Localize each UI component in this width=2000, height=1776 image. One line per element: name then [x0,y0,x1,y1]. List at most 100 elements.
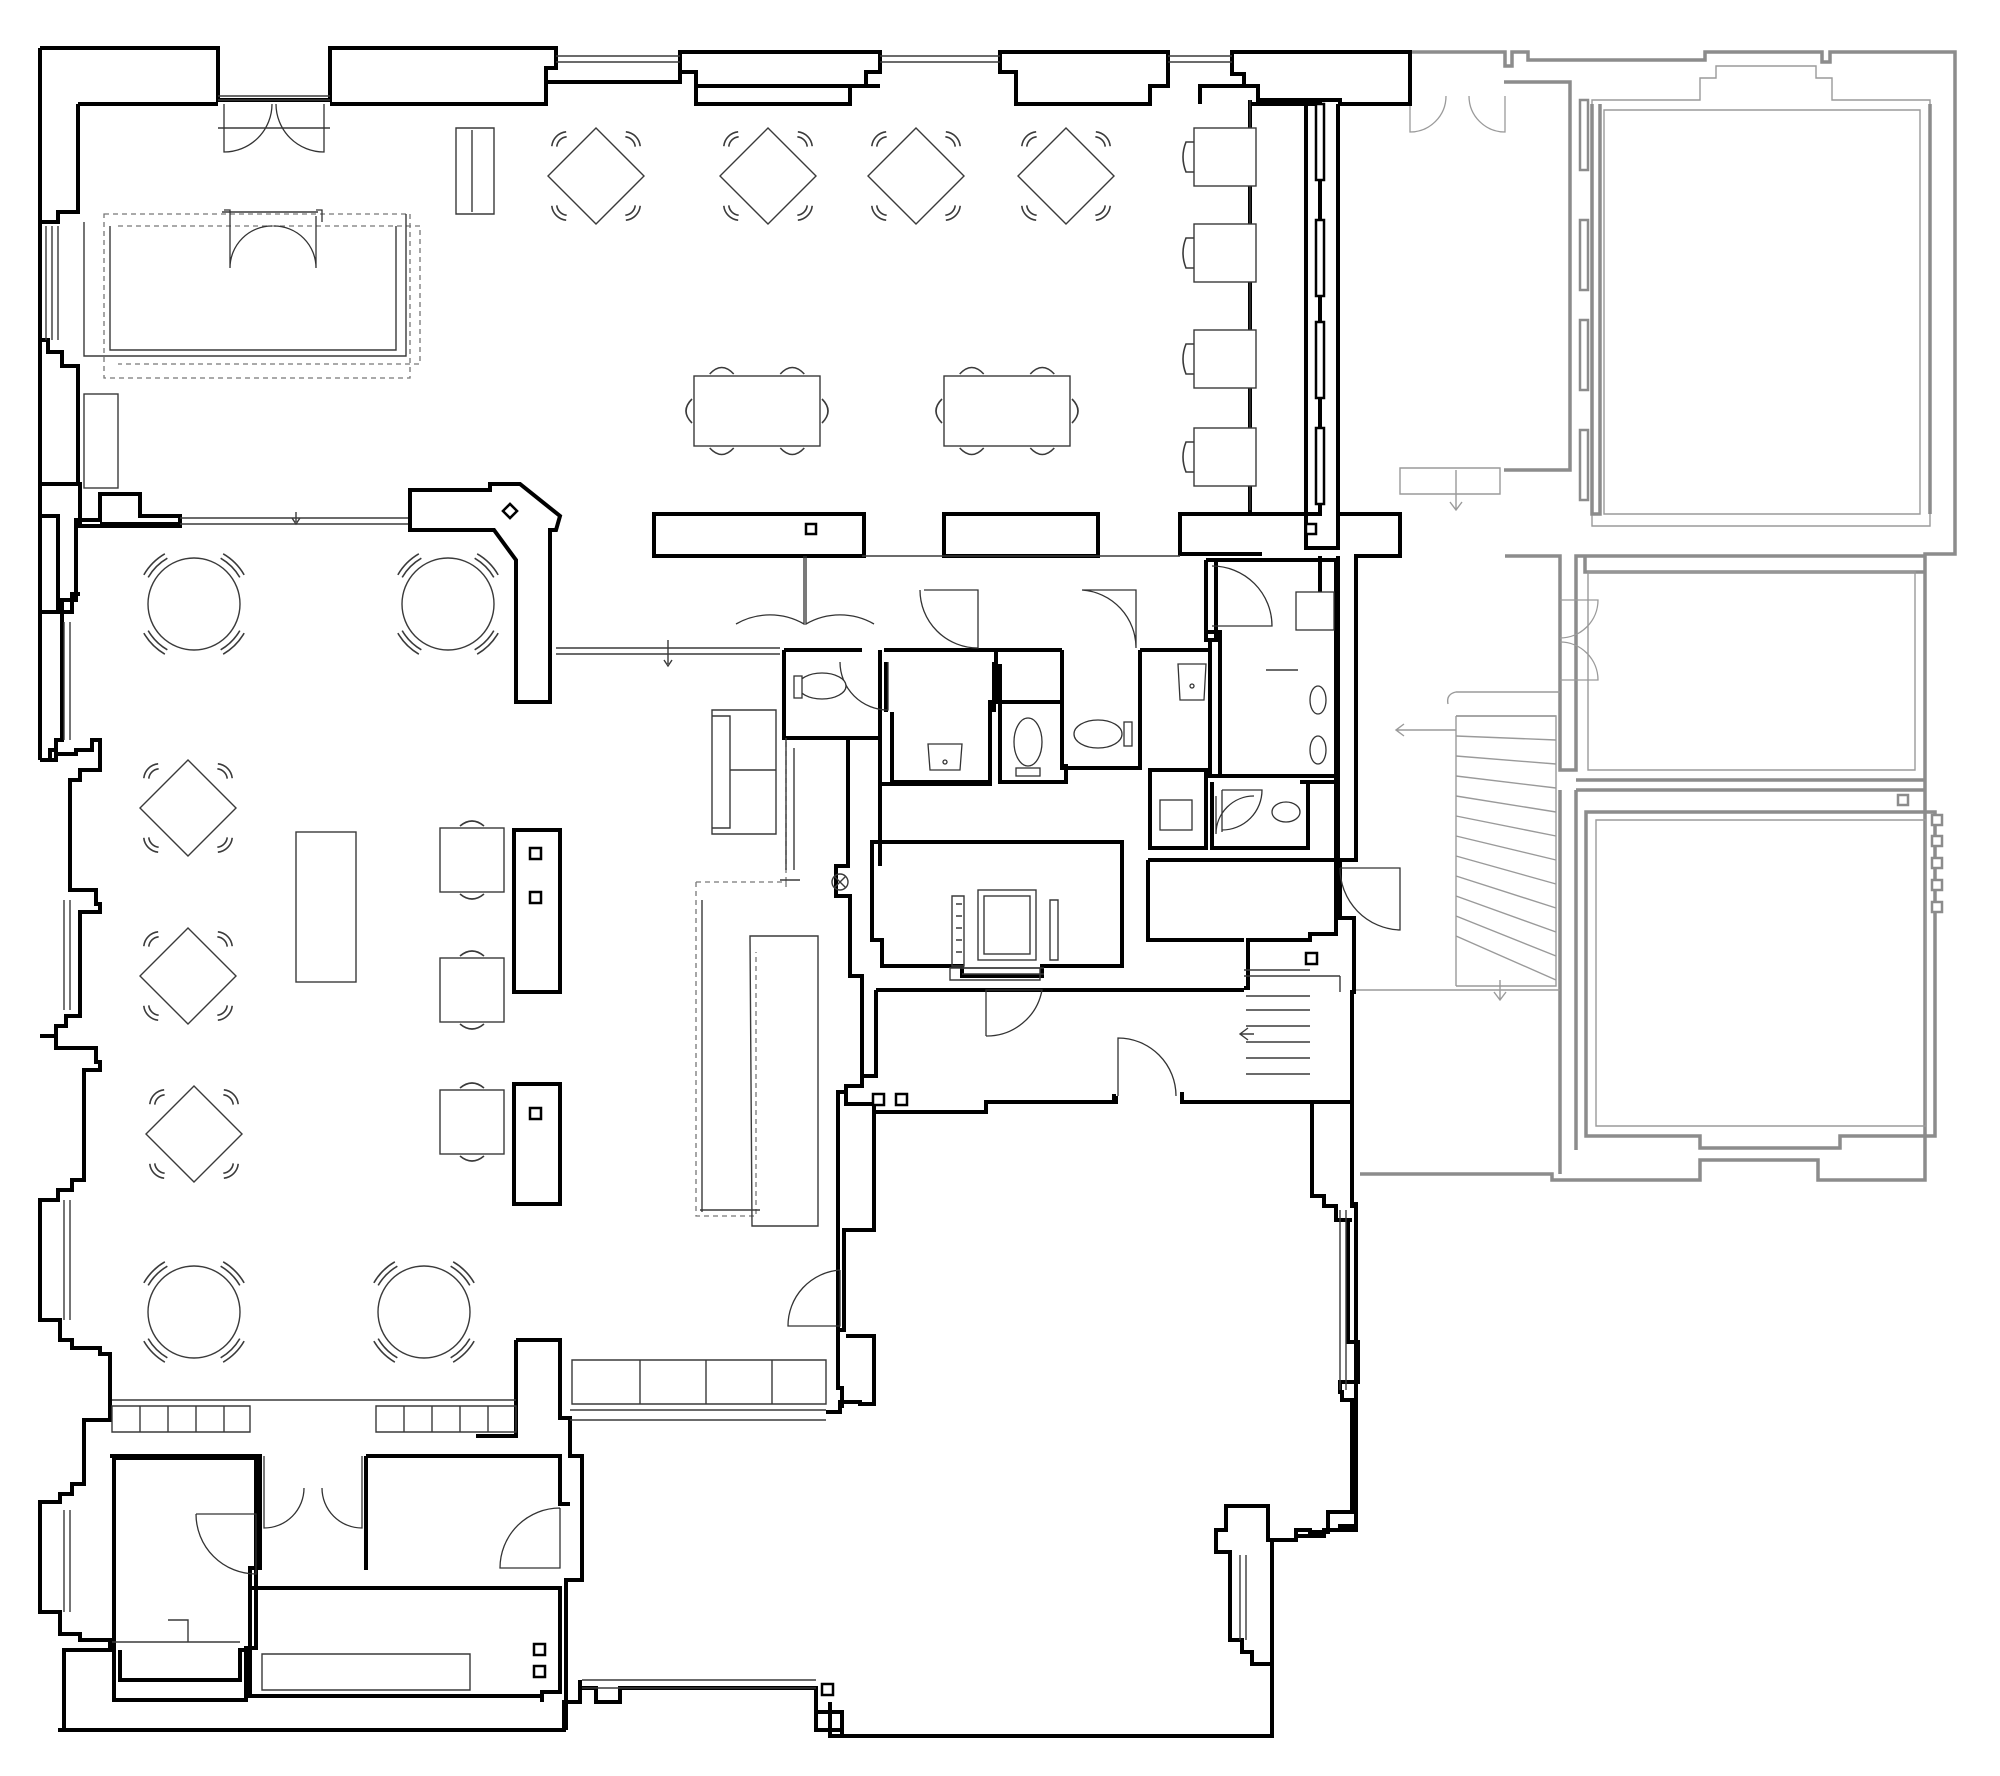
top-dining-east-pier [1248,100,1308,514]
door-header-top [218,127,330,213]
door-swing-icon [223,103,325,153]
chair-icon [625,205,642,222]
top-glazing [218,55,1232,101]
square-table-icon [1017,127,1115,225]
chair-icon [147,935,159,947]
square-table-icon [439,827,505,893]
bottom-left-rooms [110,1454,570,1702]
round-table-icon [377,1265,471,1359]
adjacent-vent-3 [1930,856,1944,870]
booth-seat-icon [1193,127,1257,187]
adjacent-room-se-inner [1595,819,1927,1127]
chair-icon [148,1163,165,1180]
chair-icon [217,767,229,779]
chair-icon [217,1005,234,1022]
chair-icon [217,930,234,947]
chair-icon [147,1338,168,1359]
chair-icon [377,1265,398,1286]
adjacent-room-se [1584,810,1937,1150]
chair-icon [142,762,159,779]
chair-icon [143,1261,166,1284]
window-slot [1314,426,1326,506]
chair-icon [1029,366,1055,375]
lift-core-wall [870,840,1124,978]
chair-icon [373,1261,396,1284]
column-icon [532,1664,547,1679]
adjacent-room-ne-inner [1603,109,1921,515]
adjacent-room-ne-wall [1590,104,1932,516]
door-swing-icon [1211,565,1273,627]
toilet-icon [1271,801,1301,823]
chair-icon [709,447,735,456]
chair-icon [474,557,495,578]
chair-icon [1020,130,1037,147]
chair-icon [222,632,245,655]
booth-seat-icon [1193,223,1257,283]
door-swing-icon [263,1456,363,1529]
doors [195,103,1401,1575]
east-glazing [1239,1210,1347,1640]
south-bench [571,1359,827,1405]
window-slot [1314,102,1326,182]
sink-icon [1159,799,1193,831]
door-swing-icon [1221,789,1263,832]
chair-icon [222,1340,245,1363]
chair-icon [870,130,887,147]
bar-edge [780,738,800,881]
chair-icon [1020,205,1037,222]
chair-icon [373,1340,396,1363]
door-swing-icon [499,1507,561,1569]
chair-icon [797,205,814,222]
big-room-west-wall [826,1112,876,1414]
adjacent-mid-band [1505,554,1925,772]
chair-icon [945,205,962,222]
bar-back [83,214,407,357]
east-wing-wall [1270,1100,1360,1736]
chair-icon [142,1005,159,1022]
door-swing-icon [985,989,1043,1037]
wc-block-2 [1204,558,1350,862]
chair-icon [401,557,422,578]
sink-drain [942,759,948,765]
kitchen-counter [112,1619,471,1691]
chair-icon [555,135,567,147]
chair-icon [1095,205,1107,217]
chair-icon [397,632,420,655]
adjacent-window-2 [1578,218,1590,292]
chair-icon [945,135,957,147]
service-bar-outline [695,740,787,1217]
chair-icon [147,1265,168,1286]
chair-icon [459,1155,485,1162]
wc-room-walls [884,650,1142,784]
column-icon [528,1106,543,1121]
chair-icon [797,205,809,217]
chair-icon [870,205,887,222]
host-stand [455,127,495,215]
chair-icon [709,366,735,375]
lobby-south-wall [862,988,1246,1078]
chair-icon [1182,441,1194,473]
chair-icon [722,205,739,222]
chair-icon [550,205,567,222]
door-swing-icon [1215,795,1255,835]
chair-icon [685,398,693,424]
chair-icon [625,205,637,217]
chair-icon [220,557,241,578]
stair-icon [1352,467,1560,1002]
square-table-icon [439,957,505,1023]
south-facade-wall-2 [814,1504,1282,1738]
square-table-icon [439,1089,505,1155]
window-slot [1314,320,1326,400]
chair-icon [217,837,234,854]
big-room-north-wall [844,1092,1312,1114]
chair-icon [779,366,805,375]
adjacent-vent-1 [1930,813,1944,827]
column-icon [820,1682,835,1697]
toilet-icon [797,672,847,700]
chair-icon [143,1340,166,1363]
square-table-icon [867,127,965,225]
chair-icon [875,135,887,147]
adjacent-door-top-icon [1409,95,1506,133]
buffet-table-icon [295,831,357,983]
chair-icon [797,135,809,147]
